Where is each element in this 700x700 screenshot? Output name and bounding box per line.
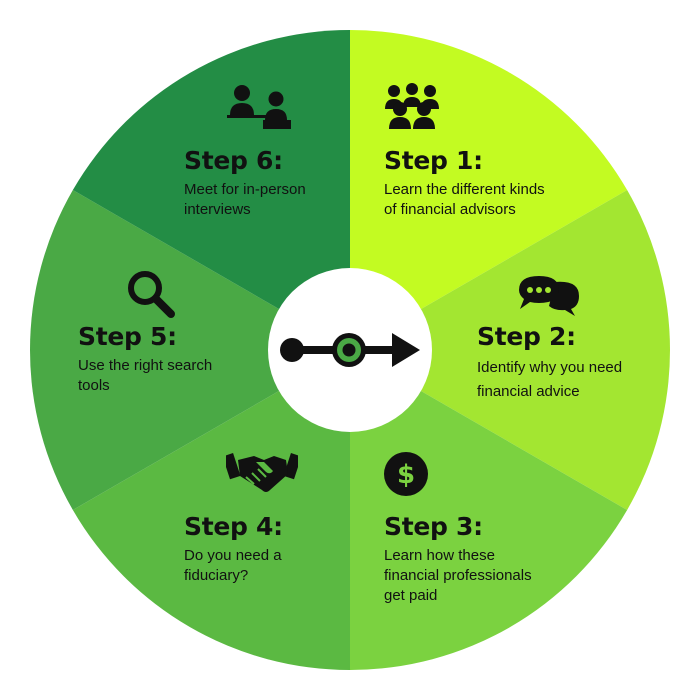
magnifier-icon: [128, 271, 175, 318]
step-1: Step 1: Learn the different kinds of fin…: [384, 146, 545, 220]
step-2-title: Step 2:: [477, 322, 576, 351]
step-2-description: Identify why you need financial advice: [477, 359, 623, 400]
handshake-icon: [226, 453, 298, 492]
path-arrow-icon: [280, 333, 420, 367]
step-6-description: Meet for in-person interviews: [184, 181, 306, 218]
svg-text:$: $: [397, 460, 415, 490]
meeting-icon: [227, 85, 291, 129]
step-1-title: Step 1:: [384, 146, 483, 175]
step-5-title: Step 5:: [78, 322, 177, 351]
chat-bubbles-icon: [519, 276, 579, 316]
step-5-description: Use the right search tools: [78, 357, 213, 394]
step-6-title: Step 6:: [184, 146, 283, 175]
step-4-title: Step 4:: [184, 512, 283, 541]
people-group-icon: [385, 83, 439, 129]
step-1-description: Learn the different kinds of financial a…: [384, 181, 545, 218]
segment-step-4: [72, 350, 351, 671]
segment-step-3: [350, 350, 628, 670]
step-6: Step 6: Meet for in-person interviews: [184, 146, 306, 220]
segment-step-2: [350, 190, 671, 510]
dollar-coin-icon: $: [384, 452, 428, 496]
wheel-segments: [29, 30, 671, 671]
step-4: Step 4: Do you need a fiduciary?: [184, 512, 283, 586]
step-4-description: Do you need a fiduciary?: [184, 547, 282, 584]
step-2: Step 2: Identify why you need financial …: [477, 322, 622, 404]
step-3-title: Step 3:: [384, 512, 483, 541]
step-5: Step 5: Use the right search tools: [78, 322, 212, 396]
segment-step-5: [29, 190, 350, 510]
step-3: Step 3: Learn how these financial profes…: [384, 512, 532, 606]
step-3-description: Learn how these financial professionals …: [384, 547, 532, 604]
